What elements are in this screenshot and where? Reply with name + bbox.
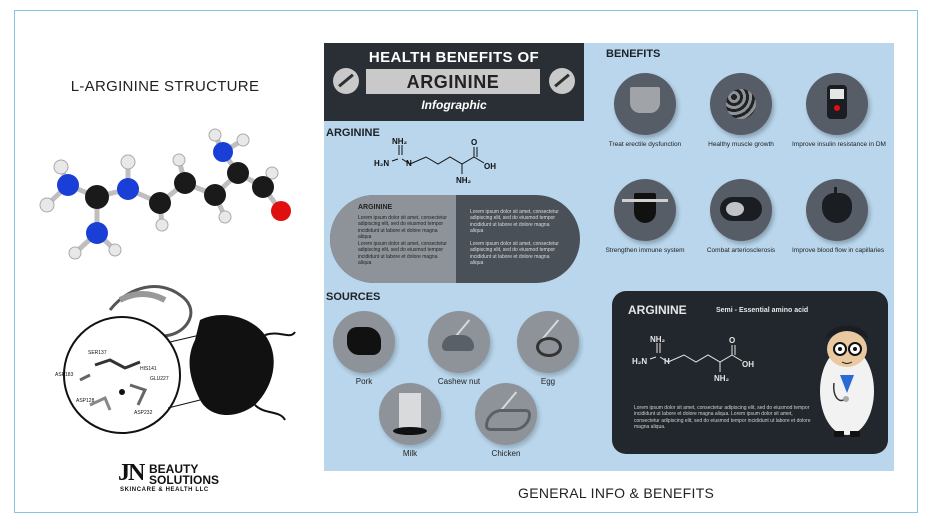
formula-nh2-top: NH₂ (392, 137, 408, 146)
shield-icon (614, 179, 676, 241)
chicken-icon (475, 383, 537, 445)
glucometer-icon (806, 73, 868, 135)
logo-initials: JN (118, 460, 145, 486)
formula-o: O (471, 138, 477, 147)
pill-right-text-2: Lorem ipsum dolor sit amet, consectetur … (470, 241, 559, 267)
source-cashew: Cashew nut (424, 311, 494, 386)
arginine-3d-molecule (39, 128, 291, 260)
pill-left-text: Lorem ipsum dolor sit amet, consectetur … (358, 215, 447, 241)
protein-label-ser137: SER137 (88, 350, 107, 356)
panel-title: ARGININE (628, 303, 687, 317)
pork-icon (333, 311, 395, 373)
footer-caption: GENERAL INFO & BENEFITS (518, 485, 715, 501)
formula-nh2-bottom: NH₂ (456, 176, 472, 185)
panel-formula-o: O (729, 336, 735, 345)
benefit-label: Improve insulin resistance in DM (792, 141, 886, 148)
benefit-label: Strengthen immune system (605, 247, 685, 254)
benefit-muscle: Healthy muscle growth (696, 73, 786, 148)
formula-oh: OH (484, 162, 496, 171)
logo-tagline: SKINCARE & HEALTH LLC (120, 487, 209, 493)
source-label: Cashew nut (437, 377, 481, 386)
logo-line2: SOLUTIONS (149, 473, 220, 487)
title-banner: HEALTH BENEFITS OF ARGININE Infographic (324, 43, 584, 121)
source-label: Milk (402, 449, 418, 458)
arginine-infographic: HEALTH BENEFITS OF ARGININE Infographic … (324, 43, 894, 471)
heart-icon (806, 179, 868, 241)
protein-label-his141: HIS141 (140, 366, 157, 372)
pill-left-half (330, 195, 456, 283)
milk-icon (379, 383, 441, 445)
panel-subtitle: Semi - Essential amino acid (716, 307, 809, 314)
panel-formula-h2n: H₂N (632, 357, 647, 366)
arginine-summary-panel: ARGININE Semi - Essential amino acid NH₂… (612, 291, 888, 454)
protein-label-glu227: GLU227 (150, 376, 169, 382)
banner-line1: HEALTH BENEFITS OF (368, 49, 540, 66)
benefit-insulin: Improve insulin resistance in DM (792, 73, 886, 148)
panel-formula-h: H (664, 357, 670, 366)
pill-right-text: Lorem ipsum dolor sit amet, consectetur … (470, 209, 559, 235)
cashew-icon (428, 311, 490, 373)
panel-formula-nh2-top: NH₂ (650, 335, 666, 344)
formula-n: N (406, 159, 412, 168)
muscle-fiber-icon (710, 73, 772, 135)
panel-text: Lorem ipsum dolor sit amet, consectetur … (634, 405, 811, 431)
source-milk: Milk (378, 383, 442, 458)
artery-icon (710, 179, 772, 241)
banner-line3: Infographic (421, 98, 487, 112)
jn-beauty-logo: JN BEAUTY SOLUTIONS SKINCARE & HEALTH LL… (118, 460, 228, 496)
structure-title: L-ARGININE STRUCTURE (70, 78, 260, 95)
arginine-info-pill: ARGININE Lorem ipsum dolor sit amet, con… (330, 195, 580, 283)
source-label: Pork (355, 377, 373, 386)
benefit-arteriosclerosis: Combat arteriosclerosis (696, 179, 786, 254)
banner-line2: ARGININE (406, 72, 500, 92)
benefit-label: Combat arteriosclerosis (706, 247, 776, 254)
protein-structure-illustration: SER137 HIS141 ASP183 GLU227 ASP128 ASP23… (55, 285, 296, 434)
banner-line2-background (366, 69, 540, 94)
protein-label-asp128: ASP128 (76, 398, 95, 404)
benefit-erectile: Treat erectile dysfunction (600, 73, 690, 148)
benefit-blood-flow: Improve blood flow in capillaries (792, 179, 885, 254)
benefit-label: Healthy muscle growth (708, 141, 774, 148)
sources-heading: SOURCES (326, 291, 381, 303)
doctor-character-illustration (820, 325, 874, 437)
source-label: Chicken (491, 449, 521, 458)
underwear-icon (614, 73, 676, 135)
logo-line1: BEAUTY (149, 462, 199, 476)
source-pork: Pork (332, 311, 396, 386)
arginine-heading: ARGININE (326, 127, 380, 139)
protein-label-asp183: ASP183 (55, 372, 74, 378)
egg-icon (517, 311, 579, 373)
formula-h2n: H₂N (374, 159, 389, 168)
protein-label-asp232: ASP232 (134, 410, 153, 416)
panel-formula: NH₂ H₂N H O OH NH₂ (632, 335, 754, 383)
benefits-heading: BENEFITS (606, 48, 661, 60)
arginine-formula: NH₂ H₂N N O OH NH₂ (374, 137, 496, 185)
benefit-label: Improve blood flow in capillaries (792, 247, 885, 254)
source-label: Egg (540, 377, 556, 386)
benefit-label: Treat erectile dysfunction (608, 141, 682, 148)
pill-left-text-2: Lorem ipsum dolor sit amet, consectetur … (358, 241, 447, 267)
panel-formula-oh: OH (742, 360, 754, 369)
panel-formula-nh2-bottom: NH₂ (714, 374, 730, 383)
source-chicken: Chicken (474, 383, 538, 458)
pill-disc-icon (333, 68, 359, 94)
source-egg: Egg (516, 311, 580, 386)
pill-title: ARGININE (358, 204, 393, 211)
pill-disc-icon (549, 68, 575, 94)
benefit-immune: Strengthen immune system (600, 179, 690, 254)
page-frame (14, 10, 918, 513)
